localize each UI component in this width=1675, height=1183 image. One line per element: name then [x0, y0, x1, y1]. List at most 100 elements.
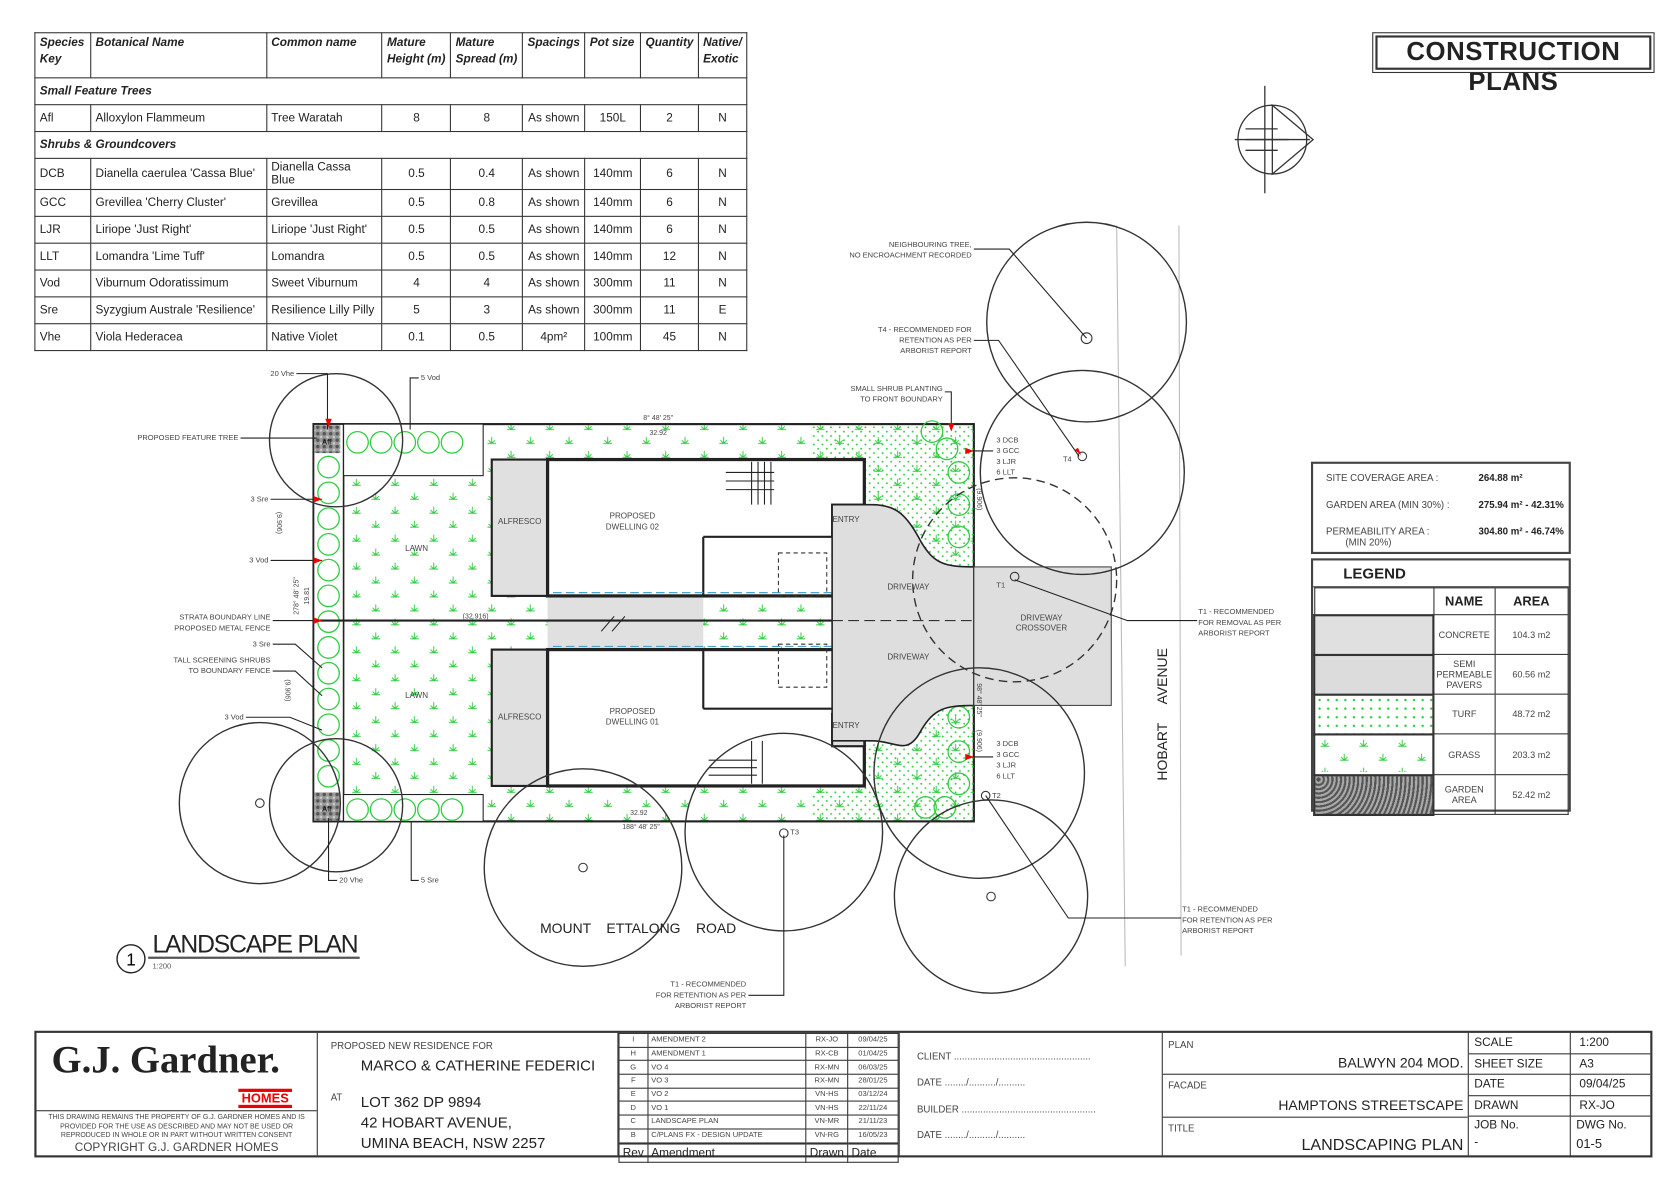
alfresco-label: ALFRESCO: [498, 517, 541, 526]
address-line: UMINA BEACH, NSW 2257: [360, 1133, 546, 1152]
room-labels: ALFRESCO ALFRESCO PROPOSED DWELLING 02 P…: [405, 512, 1067, 730]
dimensions: 8° 48' 25" 32.92 (32.916) 32.92 188° 48'…: [275, 414, 983, 831]
job-value: -: [1474, 1135, 1479, 1149]
shrub-icon: [317, 507, 340, 530]
disclaimer: THIS DRAWING REMAINS THE PROPERTY OF G.J…: [36, 1110, 317, 1155]
annotation-text: 20 Vhe: [270, 369, 294, 378]
coverage-row: PERMEABILITY AREA :304.80 m² - 46.74%(MI…: [1326, 526, 1568, 547]
annotation-text: STRATA BOUNDARY LINE: [179, 613, 270, 622]
client-section: PROPOSED NEW RESIDENCE FOR MARCO & CATHE…: [318, 1032, 619, 1156]
shrub-icon: [417, 430, 440, 454]
tree-tag-t2: T2: [992, 791, 1001, 800]
annotation-text: SMALL SHRUB PLANTING: [850, 384, 942, 393]
approval-section: CLIENT .................................…: [900, 1032, 1163, 1156]
annotation-text: 3 Vod: [249, 556, 268, 565]
coverage-label: SITE COVERAGE AREA :: [1326, 472, 1439, 484]
tree-tag-t4: T4: [1063, 455, 1072, 464]
revision-cell: I: [618, 1032, 649, 1048]
table-cell: LLT: [34, 242, 92, 271]
dimension: 32.92: [630, 810, 648, 817]
tree-canopy: [178, 721, 342, 885]
table-cell: LJR: [34, 215, 92, 244]
table-cell: 0.5: [381, 188, 452, 217]
revision-cell: AMENDMENT 1: [646, 1046, 807, 1062]
shrub-icon: [317, 713, 340, 737]
annotation-text: PROPOSED FEATURE TREE: [137, 433, 238, 442]
street-name-mount-ettalong-road: MOUNT ETTALONG ROAD: [540, 920, 736, 936]
revision-cell: 22/11/24: [847, 1101, 899, 1116]
plan-info-section: PLAN BALWYN 204 MOD. FACADE HAMPTONS STR…: [1162, 1032, 1469, 1156]
shrub-icon: [935, 437, 959, 461]
column-header: Native/ Exotic: [697, 32, 748, 79]
revision-cell: C: [618, 1114, 649, 1130]
revision-cell: 01/04/25: [847, 1046, 899, 1062]
job-number: JOB No.-: [1469, 1116, 1571, 1158]
dimension: (9.906): [975, 488, 982, 510]
annotation-text: 3 GCC: [996, 750, 1020, 759]
shrub-icon: [947, 525, 971, 549]
legend-name: CONCRETE: [1432, 614, 1496, 655]
revision-cell: AMENDMENT 2: [646, 1032, 807, 1048]
table-cell: Viburnum Odoratissimum: [90, 269, 267, 298]
table-cell: 6: [640, 157, 699, 191]
revision-cell: 09/04/25: [847, 1032, 899, 1048]
facade-row: FACADE HAMPTONS STREETSCAPE: [1162, 1074, 1468, 1118]
shrub-icon: [317, 481, 340, 505]
shrub-icon: [440, 798, 464, 821]
dimension: 278° 48' 25": [292, 577, 300, 615]
table-cell: 8: [450, 104, 524, 133]
shrub-icon: [920, 420, 944, 444]
table-cell: Grevillea 'Cherry Cluster': [90, 188, 267, 217]
table-cell: 4: [381, 269, 452, 298]
table-cell: Liriope 'Just Right': [265, 215, 383, 244]
dimension: 8° 48' 25": [643, 414, 673, 422]
shrub-icon: [317, 584, 340, 608]
facade-label: FACADE: [1168, 1080, 1207, 1091]
feature-tree-bed: [314, 792, 341, 821]
lawn-label: LAWN: [405, 544, 428, 553]
dwelling-label: PROPOSED: [610, 707, 656, 716]
table-cell: As shown: [522, 296, 586, 325]
table-cell: Syzygium Australe 'Resilience': [90, 296, 267, 325]
annotation-text: ARBORIST REPORT: [1182, 926, 1254, 935]
tree-canopy: [483, 768, 683, 968]
revision-header: Amendment: [646, 1141, 807, 1163]
tree-tag-t1: T1: [996, 580, 1005, 589]
shrub-icon: [393, 430, 417, 454]
annotation-text: T4 - RECOMMENDED FOR: [878, 325, 972, 334]
shrub-icon: [393, 798, 417, 821]
revision-cell: 21/11/23: [847, 1114, 899, 1130]
annotation-text: 5 Vod: [421, 373, 440, 382]
annotation-text: 6 LLT: [996, 468, 1015, 477]
table-cell: Resilience Lilly Pilly: [265, 296, 383, 325]
table-cell: 11: [640, 296, 699, 325]
coverage-sub: (MIN 20%): [1345, 536, 1392, 548]
revision-cell: F: [618, 1073, 649, 1089]
dimension: 19.81: [304, 587, 311, 605]
table-cell: 140mm: [584, 242, 642, 271]
table-cell: Sweet Viburnum: [265, 269, 383, 298]
grass-swatch-icon: [1315, 734, 1432, 772]
legend-area: 52.42 m2: [1494, 774, 1569, 815]
shrub-icon: [947, 461, 971, 484]
table-cell: 150L: [584, 104, 642, 133]
shrub-icon: [317, 687, 340, 711]
table-cell: 4pm²: [522, 323, 586, 352]
plan-row: PLAN BALWYN 204 MOD.: [1162, 1033, 1468, 1075]
shrub-icon: [947, 740, 971, 763]
annotation-text: 6 LLT: [996, 771, 1015, 780]
alfresco-label: ALFRESCO: [498, 712, 541, 721]
dimension: 188° 48' 25": [622, 823, 660, 831]
annotation-text: 5 Sre: [421, 876, 439, 885]
meta-value: 1:200: [1570, 1033, 1651, 1054]
plan-number: 1: [126, 949, 136, 969]
